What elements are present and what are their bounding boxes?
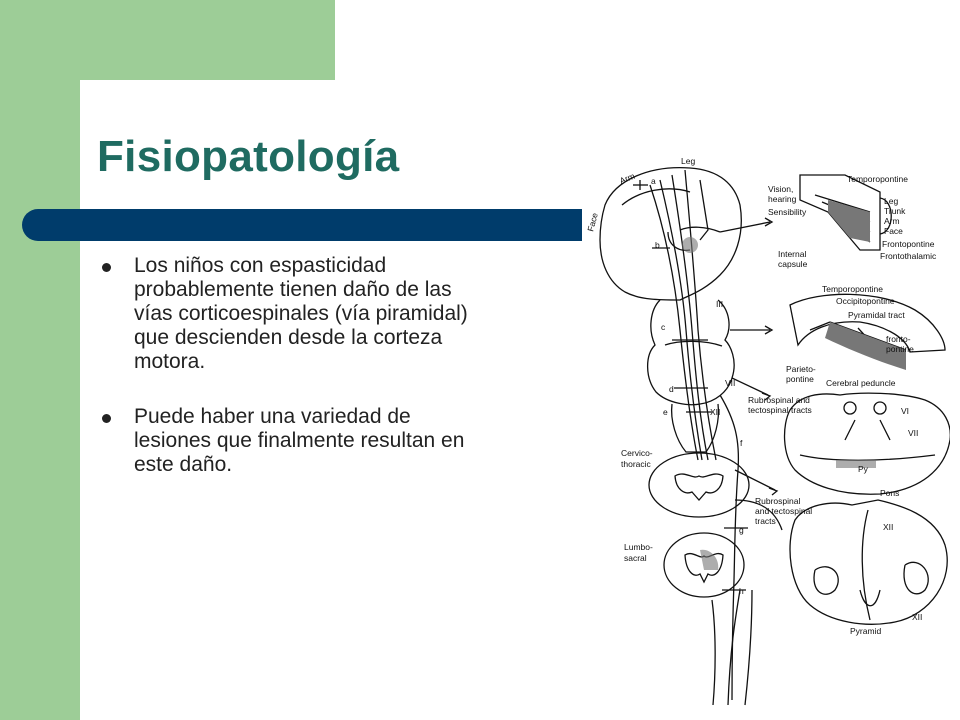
label-c: c (661, 322, 666, 332)
label-b: b (655, 240, 660, 250)
label-rubrospinal-2: Rubrospinal (755, 496, 800, 506)
label-arm: Arm (618, 171, 636, 186)
label-a: a (651, 176, 656, 186)
bullet-dot-icon (102, 263, 111, 272)
title-underline-bar (22, 209, 582, 241)
label-h: h (739, 586, 744, 596)
label-pontine: pontine (886, 344, 914, 354)
label-trunk: Trunk (884, 206, 906, 216)
label-iii: III (716, 299, 723, 309)
label-leg2: Leg (884, 196, 898, 206)
label-frontothalamic: Frontothalamic (880, 251, 937, 261)
label-lumbo: Lumbo- (624, 542, 653, 552)
label-temporopontine: Temporopontine (847, 174, 908, 184)
label-temporopontine2: Temporopontine (822, 284, 883, 294)
label-parieto: Parieto- (786, 364, 816, 374)
label-face2: Face (884, 226, 903, 236)
label-xii: XII (710, 407, 720, 417)
label-pyramidal-tract: Pyramidal tract (848, 310, 905, 320)
label-tracts-2: tracts (755, 516, 776, 526)
content-panel (80, 80, 960, 720)
label-vii2: VII (908, 428, 918, 438)
label-thoracic: thoracic (621, 459, 652, 469)
label-sensibility: Sensibility (768, 207, 807, 217)
label-tectospinal-1: tectospinal tracts (748, 405, 812, 415)
bullet-dot-icon (102, 414, 111, 423)
label-face: Face (585, 211, 600, 232)
bullet-item: Los niños con espasticidad probablemente… (102, 254, 472, 374)
label-cervico: Cervico- (621, 448, 653, 458)
corticospinal-pathway-diagram: Arm Leg Face a b c d e f g h III VII XII… (585, 156, 950, 706)
green-top-band (0, 0, 335, 80)
label-e: e (663, 407, 668, 417)
label-d: d (669, 384, 674, 394)
bullet-item: Puede haber una variedad de lesiones que… (102, 405, 472, 477)
label-g: g (739, 525, 744, 535)
label-py: Py (858, 464, 869, 474)
label-hearing: hearing (768, 194, 797, 204)
bullet-text: Los niños con espasticidad probablemente… (134, 254, 468, 373)
label-frontopontine: Frontopontine (882, 239, 935, 249)
label-f: f (740, 438, 743, 448)
green-side-band (0, 0, 80, 720)
label-tectospinal-2: and tectospinal (755, 506, 812, 516)
bullet-list: Los niños con espasticidad probablemente… (102, 254, 472, 508)
label-pontine2: pontine (786, 374, 814, 384)
slide-title: Fisiopatología (97, 132, 400, 181)
label-capsule: capsule (778, 259, 808, 269)
label-sacral: sacral (624, 553, 647, 563)
label-pons: Pons (880, 488, 899, 498)
label-fronto: fronto- (886, 334, 911, 344)
label-arm2: Arm (884, 216, 900, 226)
label-rubrospinal-1: Rubrospinal and (748, 395, 810, 405)
label-pyramid: Pyramid (850, 626, 881, 636)
label-occipitopontine: Occipitopontine (836, 296, 895, 306)
label-vision: Vision, (768, 184, 793, 194)
label-vii: VII (725, 378, 735, 388)
label-leg: Leg (681, 156, 695, 166)
label-cerebral-peduncle: Cerebral peduncle (826, 378, 896, 388)
label-vi: VI (901, 406, 909, 416)
label-xii2: XII (883, 522, 893, 532)
label-internal: Internal (778, 249, 806, 259)
label-xii3: XII (912, 612, 922, 622)
bullet-text: Puede haber una variedad de lesiones que… (134, 405, 465, 476)
